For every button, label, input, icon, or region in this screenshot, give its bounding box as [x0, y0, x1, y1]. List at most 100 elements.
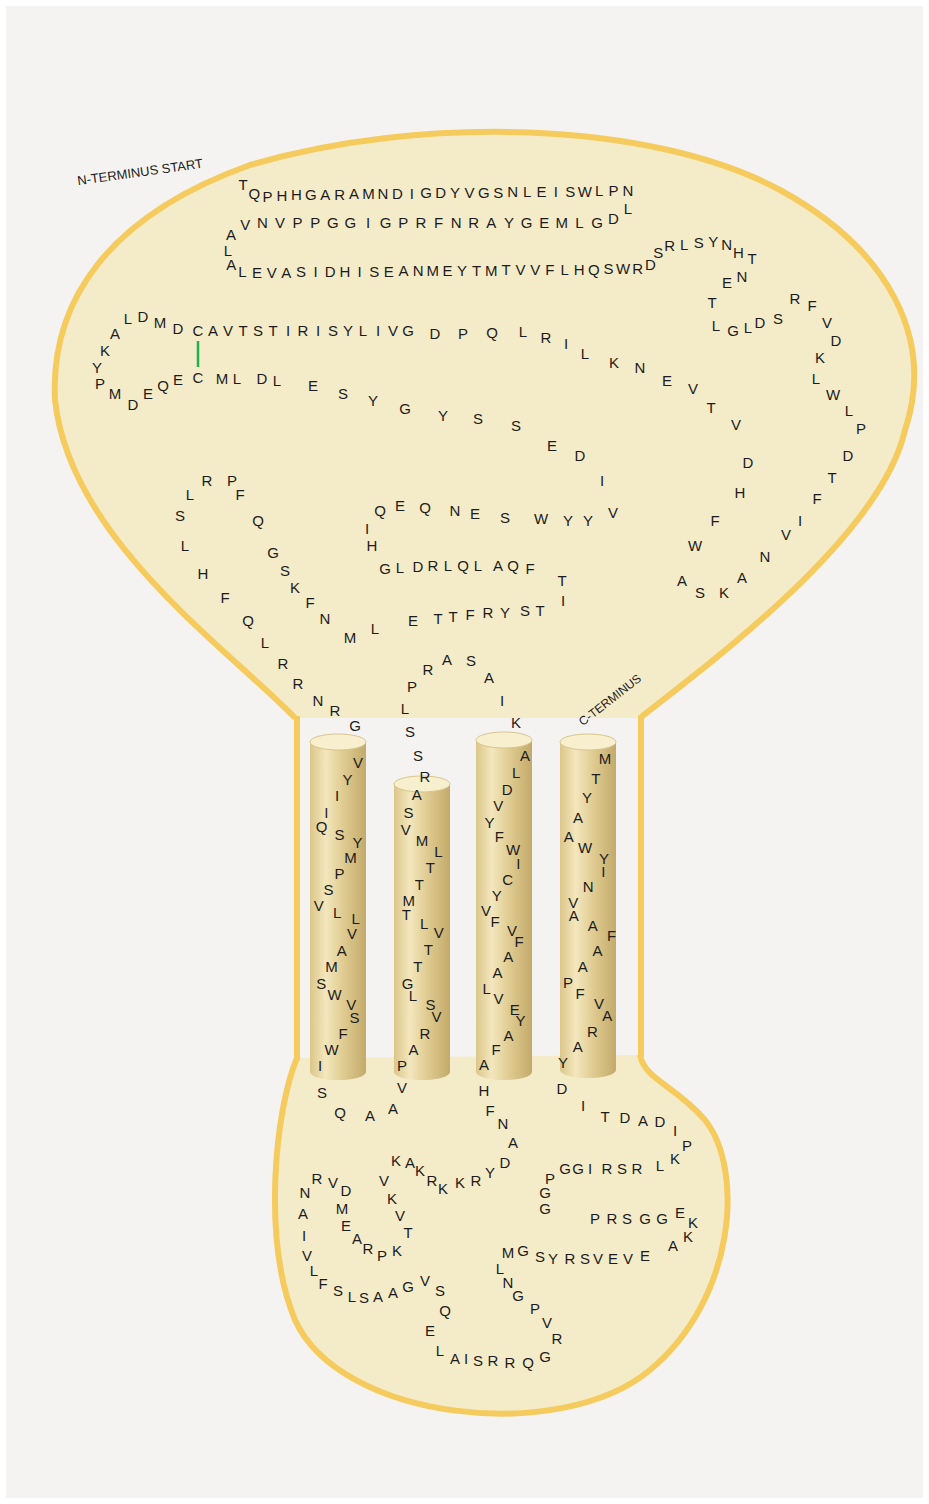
membrane-boundary [638, 716, 644, 1057]
residue-letter: D [325, 264, 336, 279]
residue-letter: D [128, 397, 139, 412]
residue-letter: P [334, 866, 344, 881]
residue-letter: V [347, 925, 357, 940]
residue-letter: A [388, 1285, 398, 1300]
residue-letter: I [561, 593, 565, 608]
residue-letter: F [812, 491, 821, 506]
residue-letter: E [675, 1205, 685, 1220]
residue-letter: E [425, 1323, 435, 1338]
residue-letter: F [545, 261, 554, 276]
residue-letter: S [493, 184, 503, 199]
residue-letter: D [341, 1183, 352, 1198]
residue-letter: P [263, 188, 273, 203]
residue-letter: L [186, 487, 194, 502]
residue-letter: R [334, 186, 345, 201]
residue-letter: K [290, 580, 300, 595]
residue-letter: E [341, 1218, 351, 1233]
residue-letter: A [352, 1231, 362, 1246]
residue-letter: M [502, 1245, 515, 1260]
residue-letter: L [496, 1261, 504, 1276]
residue-letter: R [420, 1025, 431, 1040]
sequence-segment: ALDVYFWICYVFVFAALVEYAFA [484, 755, 525, 1064]
residue-letter: K [392, 1243, 402, 1258]
residue-letter: S [466, 653, 476, 668]
residue-letter: E [662, 373, 672, 388]
residue-letter: Q [588, 261, 600, 276]
residue-letter: H [198, 566, 209, 581]
cylinder-top [560, 734, 616, 750]
residue-letter: V [328, 1175, 338, 1190]
cylinder-top [310, 734, 366, 750]
residue-letter: T [591, 770, 600, 785]
residue-letter: F [318, 1276, 327, 1291]
residue-letter: K [438, 1181, 448, 1196]
residue-letter: I [673, 1123, 677, 1138]
residue-letter: W [616, 261, 630, 276]
residue-letter: M [336, 1201, 349, 1216]
residue-letter: E [143, 386, 153, 401]
residue-letter: K [815, 350, 825, 365]
residue-letter: M [154, 315, 167, 330]
residue-letter: G [420, 185, 432, 200]
residue-letter: Y [708, 233, 718, 248]
residue-letter: V [493, 798, 503, 813]
residue-letter: R [278, 656, 289, 671]
residue-letter: A [737, 570, 747, 585]
residue-letter: R [423, 662, 434, 677]
residue-letter: A [668, 1238, 678, 1253]
residue-letter: T [238, 177, 247, 192]
residue-letter: R [293, 676, 304, 691]
residue-letter: L [845, 403, 853, 418]
residue-letter: L [680, 236, 688, 251]
residue-letter: L [595, 183, 603, 198]
residue-letter: R [420, 769, 431, 784]
residue-letter: D [557, 1081, 568, 1096]
residue-letter: A [442, 652, 452, 667]
residue-letter: Q [507, 558, 519, 573]
residue-letter: I [376, 323, 380, 338]
residue-letter: K [415, 1163, 425, 1178]
residue-letter: G [572, 1161, 584, 1176]
residue-letter: H [574, 261, 585, 276]
residue-letter: Y [583, 513, 593, 528]
residue-letter: T [600, 1109, 609, 1124]
residue-letter: E [470, 506, 480, 521]
residue-letter: R [664, 238, 675, 253]
residue-letter: F [305, 595, 314, 610]
residue-letter: S [317, 1085, 327, 1100]
residue-letter: E [173, 372, 183, 387]
residue-letter: I [410, 185, 414, 200]
residue-letter: V [608, 505, 618, 520]
residue-letter: Y [504, 215, 514, 230]
residue-letter: N [320, 611, 331, 626]
residue-letter: R [330, 703, 341, 718]
residue-letter: A [638, 1113, 648, 1128]
residue-letter: P [293, 215, 303, 230]
residue-letter: E [384, 263, 394, 278]
residue-letter: P [377, 1248, 387, 1263]
residue-letter: M [556, 215, 569, 230]
residue-letter: N [760, 549, 771, 564]
residue-letter: E [308, 378, 318, 393]
residue-letter: S [511, 418, 521, 433]
residue-letter: V [388, 323, 398, 338]
residue-letter: Y [485, 1165, 495, 1180]
residue-letter: I [554, 183, 558, 198]
residue-letter: L [436, 1343, 444, 1358]
residue-letter: E [252, 264, 262, 279]
residue-letter: Y [516, 1013, 526, 1028]
residue-letter: G [402, 323, 414, 338]
residue-letter: Y [599, 850, 609, 865]
residue-letter: W [506, 842, 520, 857]
residue-letter: Q [316, 819, 328, 834]
residue-letter: Y [492, 887, 502, 902]
residue-letter: S [425, 997, 435, 1012]
residue-letter: V [822, 315, 832, 330]
sequence-segment: SSLPRASAIK [405, 659, 516, 755]
residue-letter: T [557, 573, 566, 588]
residue-letter: M [599, 751, 612, 766]
residue-letter: V [623, 1251, 633, 1266]
residue-letter: D [257, 371, 268, 386]
residue-letter: C [193, 323, 204, 338]
residue-letter: K [391, 1153, 401, 1168]
